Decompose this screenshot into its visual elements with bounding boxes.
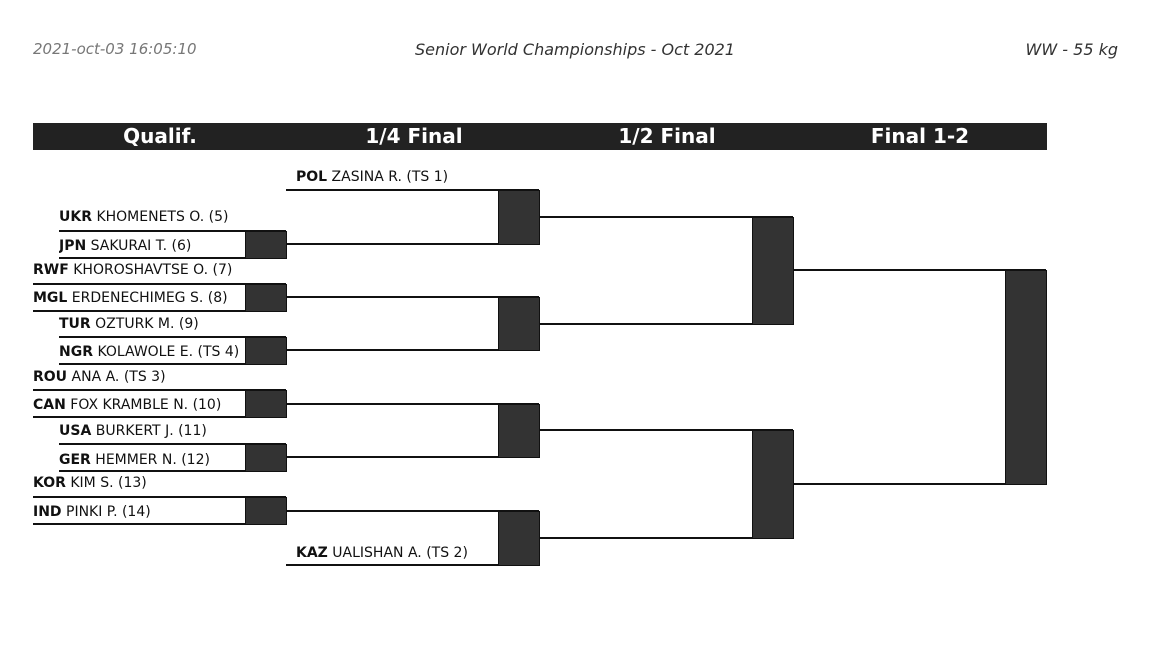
wrestler-entry[interactable]: RWF KHOROSHAVTSE O. (7) bbox=[33, 261, 245, 279]
bout-box[interactable] bbox=[498, 190, 540, 245]
bracket-line bbox=[59, 443, 286, 445]
wrestler-name: FOX KRAMBLE N. (10) bbox=[65, 397, 222, 413]
wrestler-name: KHOMENETS O. (5) bbox=[92, 209, 229, 225]
wrestler-entry[interactable]: TUR OZTURK M. (9) bbox=[59, 315, 245, 333]
wrestler-entry[interactable]: IND PINKI P. (14) bbox=[33, 503, 245, 521]
bracket-line bbox=[33, 523, 286, 525]
round-final: Final 1-2 bbox=[870, 124, 970, 148]
bracket-line bbox=[793, 483, 1046, 485]
bracket-line bbox=[59, 363, 286, 365]
country-code: JPN bbox=[59, 238, 87, 254]
bout-box[interactable] bbox=[498, 511, 540, 566]
bracket-line bbox=[59, 336, 286, 338]
bout-box[interactable] bbox=[245, 497, 287, 525]
bout-box[interactable] bbox=[245, 390, 287, 418]
wrestler-entry[interactable]: ROU ANA A. (TS 3) bbox=[33, 368, 245, 386]
bracket-line bbox=[539, 216, 793, 218]
weight-category: WW - 55 kg bbox=[1025, 40, 1118, 59]
wrestler-entry[interactable]: MGL ERDENECHIMEG S. (8) bbox=[33, 289, 245, 307]
wrestler-name: SAKURAI T. (6) bbox=[86, 238, 192, 254]
bout-box[interactable] bbox=[245, 337, 287, 365]
wrestler-entry[interactable]: KAZ UALISHAN A. (TS 2) bbox=[296, 544, 496, 562]
bracket-line bbox=[286, 349, 539, 351]
wrestler-name: KHOROSHAVTSE O. (7) bbox=[68, 262, 233, 278]
wrestler-name: ZASINA R. (TS 1) bbox=[327, 169, 449, 185]
country-code: CAN bbox=[33, 397, 66, 413]
country-code: RWF bbox=[33, 262, 69, 278]
country-code: KAZ bbox=[296, 545, 328, 561]
bracket-line bbox=[286, 243, 539, 245]
bracket-line bbox=[286, 189, 539, 191]
bout-box[interactable] bbox=[752, 217, 794, 325]
bracket-line bbox=[33, 283, 286, 285]
wrestler-entry[interactable]: CAN FOX KRAMBLE N. (10) bbox=[33, 396, 245, 414]
wrestler-entry[interactable]: KOR KIM S. (13) bbox=[33, 474, 245, 492]
bracket-line bbox=[33, 310, 286, 312]
bracket-line bbox=[286, 296, 539, 298]
round-semi-final: 1/2 Final bbox=[618, 124, 716, 148]
wrestler-name: ANA A. (TS 3) bbox=[67, 369, 166, 385]
country-code: MGL bbox=[33, 290, 68, 306]
bracket-line bbox=[286, 564, 539, 566]
wrestler-entry[interactable]: JPN SAKURAI T. (6) bbox=[59, 237, 245, 255]
bracket-line bbox=[793, 269, 1046, 271]
country-code: ROU bbox=[33, 369, 68, 385]
bout-box[interactable] bbox=[752, 430, 794, 539]
bracket-line bbox=[59, 470, 286, 472]
country-code: UKR bbox=[59, 209, 92, 225]
round-quarter-final: 1/4 Final bbox=[365, 124, 463, 148]
wrestler-name: HEMMER N. (12) bbox=[90, 452, 210, 468]
wrestler-name: BURKERT J. (11) bbox=[91, 423, 207, 439]
country-code: NGR bbox=[59, 344, 93, 360]
wrestler-name: OZTURK M. (9) bbox=[90, 316, 199, 332]
bracket-line bbox=[59, 257, 286, 259]
bracket-line bbox=[539, 429, 793, 431]
round-qualif: Qualif. bbox=[123, 124, 197, 148]
bout-box[interactable] bbox=[498, 404, 540, 458]
country-code: USA bbox=[59, 423, 92, 439]
bout-box[interactable] bbox=[245, 444, 287, 472]
wrestler-name: PINKI P. (14) bbox=[61, 504, 151, 520]
rounds-header-bar bbox=[33, 123, 1047, 150]
country-code: TUR bbox=[59, 316, 91, 332]
wrestler-entry[interactable]: GER HEMMER N. (12) bbox=[59, 451, 245, 469]
bout-box[interactable] bbox=[245, 231, 287, 259]
event-title: Senior World Championships - Oct 2021 bbox=[415, 40, 735, 59]
bout-box[interactable] bbox=[245, 284, 287, 312]
bout-box[interactable] bbox=[498, 297, 540, 351]
bracket-line bbox=[539, 323, 793, 325]
country-code: POL bbox=[296, 169, 328, 185]
bracket-line bbox=[59, 230, 286, 232]
bracket-line bbox=[33, 496, 286, 498]
wrestler-entry[interactable]: USA BURKERT J. (11) bbox=[59, 422, 245, 440]
bracket-line bbox=[33, 389, 286, 391]
bracket-line bbox=[33, 416, 286, 418]
timestamp: 2021-oct-03 16:05:10 bbox=[33, 40, 197, 58]
wrestler-entry[interactable]: NGR KOLAWOLE E. (TS 4) bbox=[59, 343, 245, 361]
country-code: KOR bbox=[33, 475, 66, 491]
bracket-line bbox=[286, 403, 539, 405]
bracket-line bbox=[286, 456, 539, 458]
wrestler-name: KIM S. (13) bbox=[65, 475, 147, 491]
wrestler-name: UALISHAN A. (TS 2) bbox=[327, 545, 468, 561]
wrestler-name: KOLAWOLE E. (TS 4) bbox=[93, 344, 240, 360]
wrestler-entry[interactable]: UKR KHOMENETS O. (5) bbox=[59, 208, 245, 226]
bout-box[interactable] bbox=[1005, 270, 1047, 485]
country-code: GER bbox=[59, 452, 91, 468]
country-code: IND bbox=[33, 504, 62, 520]
wrestler-entry[interactable]: POL ZASINA R. (TS 1) bbox=[296, 168, 496, 186]
bracket-line bbox=[539, 537, 793, 539]
bracket-line bbox=[286, 510, 539, 512]
wrestler-name: ERDENECHIMEG S. (8) bbox=[67, 290, 228, 306]
